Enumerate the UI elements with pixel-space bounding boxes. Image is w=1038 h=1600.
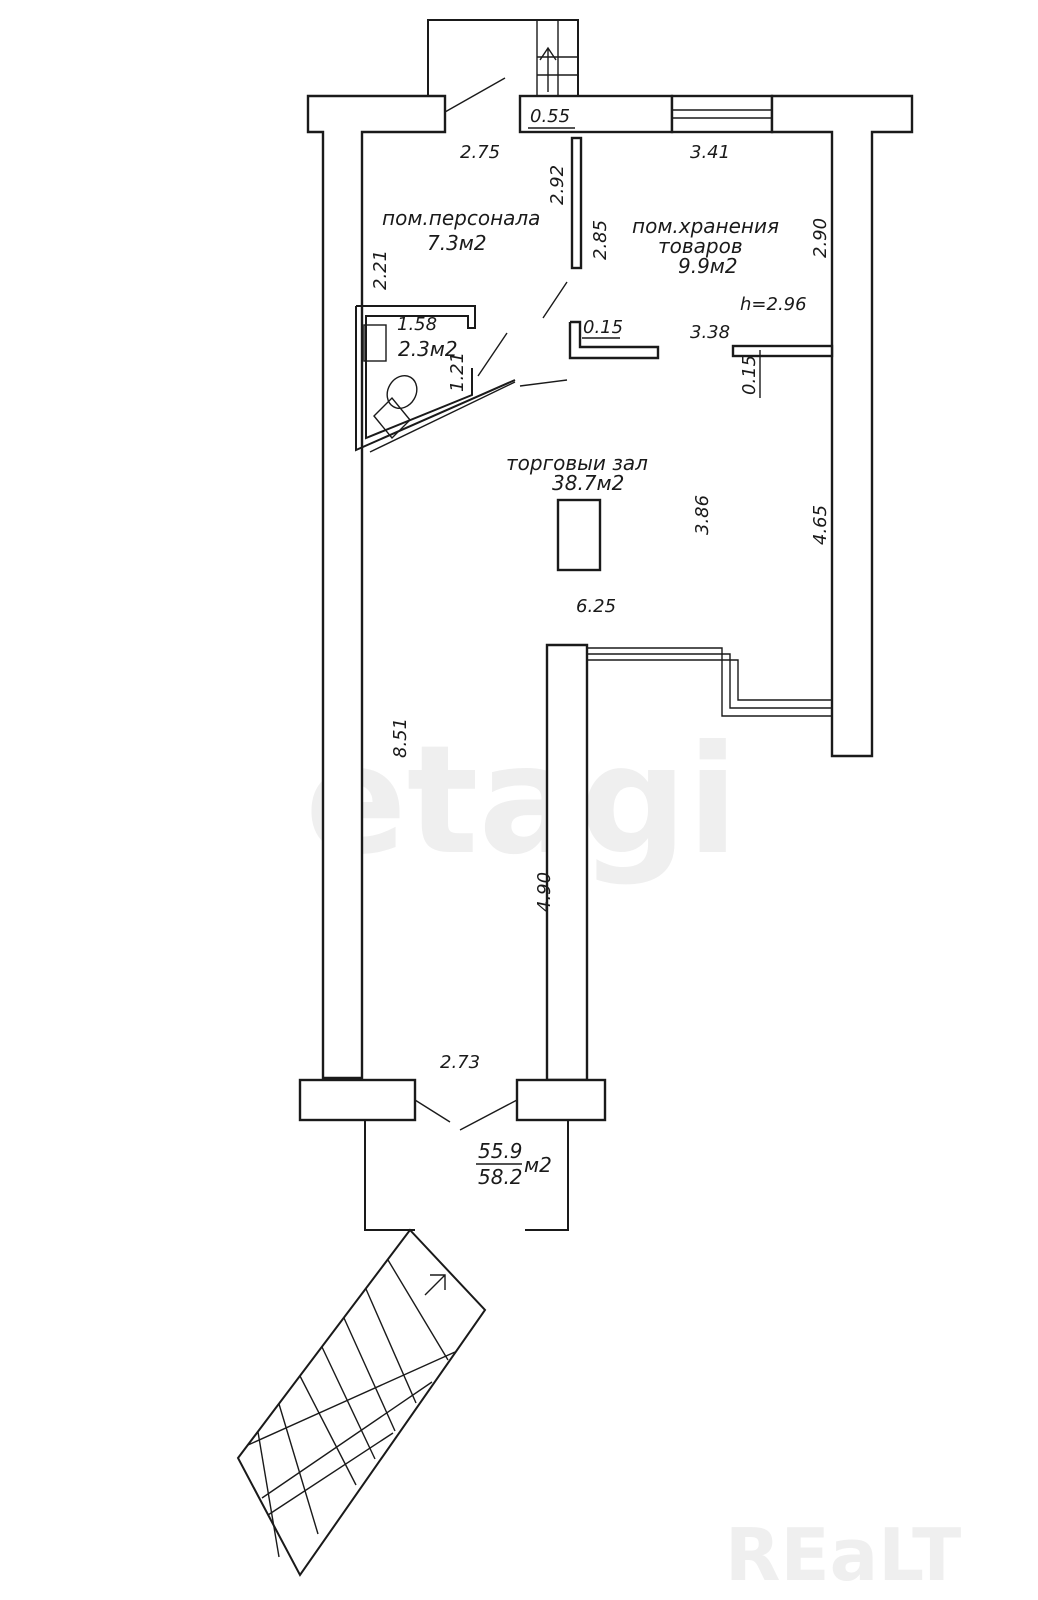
room-storage-area: 9.9м2 xyxy=(678,254,738,278)
room-hall-area: 38.7м2 xyxy=(552,471,624,495)
dim-label: 2.75 xyxy=(460,142,500,163)
dim-label: 2.85 xyxy=(590,220,611,260)
etagi-watermark: etagi xyxy=(305,714,738,888)
total-area-unit: м2 xyxy=(524,1153,552,1177)
bottom-wall xyxy=(298,1078,607,1231)
room-hall-name: торговыи зал xyxy=(506,451,648,475)
partitions xyxy=(355,136,834,453)
dim-label: 2.73 xyxy=(440,1052,480,1073)
dim-label: 3.41 xyxy=(690,142,730,163)
total-area: 55.9 58.2 м2 xyxy=(476,1139,552,1189)
dim-label: 0.15 xyxy=(739,355,760,395)
dim-label: 0.55 xyxy=(530,106,570,127)
room-storage-name-2: товаров xyxy=(658,234,743,258)
dim-label: 3.86 xyxy=(692,495,713,535)
exterior-stairs xyxy=(236,1228,487,1577)
dim-label: 3.38 xyxy=(690,322,730,343)
total-area-denominator: 58.2 xyxy=(478,1165,523,1189)
dim-label: 1.21 xyxy=(447,352,468,392)
top-vestibule xyxy=(427,19,579,95)
dim-label: 2.21 xyxy=(370,250,391,290)
dim-label: 4.90 xyxy=(534,872,555,912)
room-storage-name: пом.хранения xyxy=(632,214,779,238)
dim-label: 4.65 xyxy=(810,505,831,545)
dim-label: 2.90 xyxy=(810,218,831,258)
dim-label: 0.15 xyxy=(583,317,623,338)
dim-label: 1.58 xyxy=(397,314,437,335)
room-staff-area: 7.3м2 xyxy=(427,231,487,255)
dim-label: 6.25 xyxy=(576,596,616,617)
dim-label: 2.92 xyxy=(547,165,568,205)
up-arrow-icon xyxy=(539,46,557,92)
realt-watermark: REaLT xyxy=(725,1513,961,1597)
top-wall xyxy=(306,77,914,1080)
room-staff-name: пом.персонала xyxy=(382,206,540,230)
dim-label: h=2.96 xyxy=(740,294,807,315)
door-swing xyxy=(444,77,506,113)
room-wc-area: 2.3м2 xyxy=(398,337,458,361)
counter xyxy=(556,498,602,572)
stairs-up-arrow-icon xyxy=(424,1274,446,1296)
dim-label: 8.51 xyxy=(390,718,411,758)
total-area-numerator: 55.9 xyxy=(478,1139,523,1163)
